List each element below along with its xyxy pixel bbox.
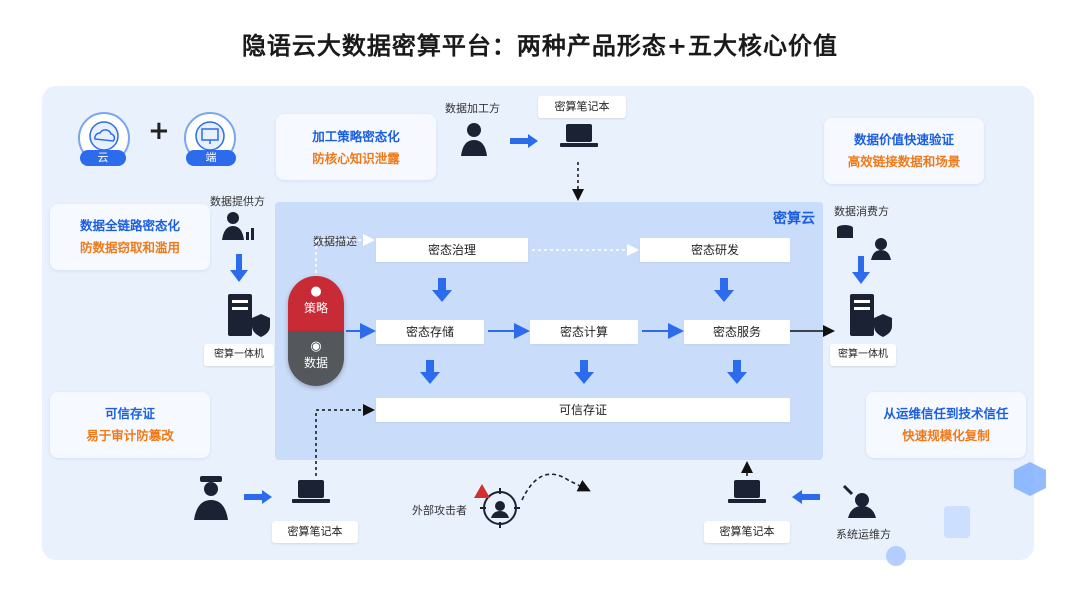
module-governance: 密态治理 xyxy=(376,238,528,262)
module-compute: 密态计算 xyxy=(530,320,638,344)
decorative-cubes xyxy=(886,462,1046,566)
value-card-fulllink: 数据全链路密态化 防数据窃取和滥用 xyxy=(50,204,210,270)
cloud-form-label: 云 xyxy=(80,150,126,166)
value-title: 可信存证 xyxy=(104,406,155,421)
processor-label: 数据加工方 xyxy=(445,102,500,115)
blue-flow-arrows xyxy=(230,134,870,504)
laptop-icon-left xyxy=(292,480,330,503)
notebook-label-left: 密算笔记本 xyxy=(272,521,358,543)
attacker-label: 外部攻击者 xyxy=(412,504,467,517)
value-title: 从运维信任到技术信任 xyxy=(883,406,1009,421)
laptop-icon-top xyxy=(560,124,598,147)
edge-form-label: 端 xyxy=(186,150,236,166)
server-icon-right xyxy=(850,294,892,337)
value-subtitle: 快速规模化复制 xyxy=(902,428,990,443)
appliance-label-right: 密算一体机 xyxy=(830,344,896,366)
value-card-evidence: 可信存证 易于审计防篡改 xyxy=(50,392,210,458)
consumer-person-icon xyxy=(837,225,891,260)
cloud-label: 密算云 xyxy=(773,211,815,227)
laptop-icon-right xyxy=(728,480,766,503)
module-storage: 密态存储 xyxy=(376,320,484,344)
page-title: 隐语云大数据密算平台：两种产品形态+五大核心价值 xyxy=(241,32,839,60)
module-rnd: 密态研发 xyxy=(640,238,790,262)
ops-person-icon xyxy=(842,484,876,518)
value-subtitle: 防核心知识泄露 xyxy=(312,151,400,166)
notebook-label-right: 密算笔记本 xyxy=(704,521,790,543)
police-person-icon xyxy=(194,476,228,520)
plus-sign: + xyxy=(148,116,170,146)
module-evidence: 可信存证 xyxy=(376,398,790,422)
data-section: ◉ 数据 xyxy=(288,331,344,386)
value-title: 数据价值快速验证 xyxy=(853,132,954,147)
appliance-label-left: 密算一体机 xyxy=(204,344,274,366)
value-title: 加工策略密态化 xyxy=(312,129,400,144)
value-card-validation: 数据价值快速验证 高效链接数据和场景 xyxy=(824,118,984,184)
strategy-data-pill: ● 策略 ◉ 数据 xyxy=(288,276,344,386)
consumer-label: 数据消费方 xyxy=(834,205,889,218)
data-label: 数据 xyxy=(303,356,328,370)
database-icon: ◉ xyxy=(310,339,322,354)
strategy-section: ● 策略 xyxy=(288,276,344,331)
data-desc-label: 数据描述 xyxy=(313,235,357,248)
value-subtitle: 高效链接数据和场景 xyxy=(847,154,961,169)
value-subtitle: 防数据窃取和滥用 xyxy=(79,240,180,255)
strategy-label: 策略 xyxy=(303,301,328,315)
ops-label: 系统运维方 xyxy=(836,528,891,541)
notebook-label-top: 密算笔记本 xyxy=(538,96,626,118)
provider-label: 数据提供方 xyxy=(210,195,265,208)
server-icon-left xyxy=(228,294,270,337)
provider-person-icon xyxy=(222,212,254,240)
value-card-strategy: 加工策略密态化 防核心知识泄露 xyxy=(276,114,436,180)
audit-arrow xyxy=(315,404,375,476)
processor-person-icon xyxy=(461,123,487,156)
module-service: 密态服务 xyxy=(684,320,790,344)
attack-arrow xyxy=(521,473,591,501)
people-icon: ● xyxy=(310,284,322,299)
attacker-target-icon xyxy=(474,484,520,528)
value-subtitle: 易于审计防篡改 xyxy=(86,428,174,443)
value-title: 数据全链路密态化 xyxy=(79,218,180,233)
value-card-trust: 从运维信任到技术信任 快速规模化复制 xyxy=(866,392,1026,458)
